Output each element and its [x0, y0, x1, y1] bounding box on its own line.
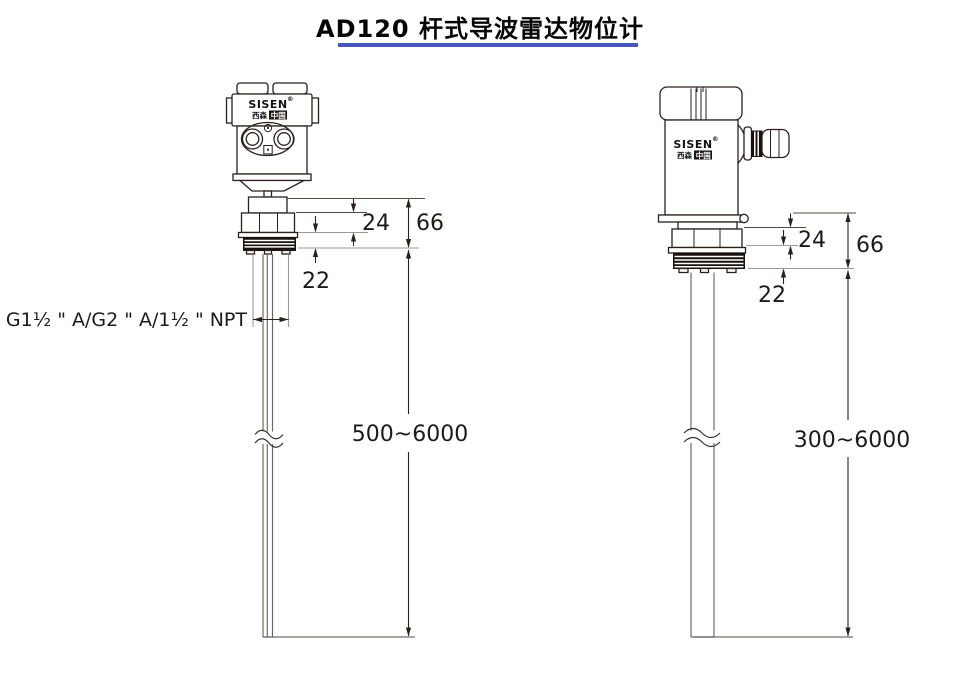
side-brand-sub-box — [694, 150, 712, 160]
side-rod-probe — [683, 272, 721, 638]
front-brand-logo: SISEN ® 西森 中国 — [248, 95, 293, 120]
front-rod-length-label: 500~6000 — [352, 422, 468, 447]
side-body — [664, 119, 739, 216]
side-neck — [677, 221, 738, 230]
side-dim-22-label: 22 — [758, 283, 786, 308]
side-thread-collar — [667, 246, 747, 254]
front-hex-nut — [240, 212, 296, 234]
front-brand-reg-mark: ® — [287, 95, 294, 103]
front-brand-sub-left: 西森 — [252, 110, 267, 120]
side-brand-reg-mark: ® — [712, 135, 719, 143]
front-dim-22: 22 — [302, 216, 330, 294]
front-neck — [247, 196, 288, 214]
side-flange-screw — [739, 213, 749, 224]
side-dim-22: 22 — [758, 230, 787, 308]
front-dim-66: 66 — [405, 198, 444, 248]
front-thread-label: G1½ " A/G2 " A/1½ " NPT — [6, 309, 247, 331]
front-cap-lid-left — [236, 82, 269, 95]
front-cone — [238, 179, 305, 192]
title-underline — [338, 43, 638, 47]
front-thread-section — [243, 237, 296, 255]
front-rod-probe — [254, 254, 284, 638]
front-housing — [225, 82, 320, 255]
front-dimensions: 24 66 22 — [6, 197, 468, 638]
front-brand-logo-text: SISEN — [248, 98, 287, 111]
side-dim-24-label: 24 — [798, 228, 826, 253]
side-hex-nut — [671, 228, 743, 249]
side-cable-gland — [737, 124, 790, 164]
front-view: SISEN ® 西森 中国 24 — [6, 82, 468, 638]
front-body-flange — [232, 173, 312, 182]
front-rod-break-wave-top — [254, 429, 284, 440]
side-dim-66: 66 — [845, 213, 884, 269]
side-dimensions: 24 66 22 — [695, 212, 910, 638]
side-cap-ridges — [690, 88, 707, 120]
side-dim-rod-length: 300~6000 — [794, 270, 910, 637]
front-dim-66-label: 66 — [416, 211, 444, 236]
side-brand-sub-left: 西森 — [677, 150, 692, 160]
side-rod-break-wave-top — [683, 427, 721, 439]
front-brand-sub-right: 中国 — [271, 110, 286, 120]
side-brand-sub-right: 中国 — [696, 150, 711, 160]
side-dim-24: 24 — [787, 213, 826, 260]
side-view: SISEN ® 西森 中国 24 — [657, 86, 910, 638]
front-brand-sub-box — [269, 110, 287, 120]
front-display-face — [240, 121, 295, 157]
front-cap-lid-right — [272, 82, 308, 95]
front-thread-collar — [237, 231, 299, 239]
side-housing — [657, 86, 790, 274]
front-dim-22-label: 22 — [302, 269, 330, 294]
side-rod-break-wave-bottom — [683, 436, 721, 448]
side-dim-66-label: 66 — [856, 233, 884, 258]
side-body-flange — [657, 214, 747, 223]
front-cone-nub — [263, 190, 273, 198]
side-thread-section — [673, 252, 745, 274]
side-brand-logo: SISEN ® 西森 中国 — [673, 135, 718, 160]
side-brand-logo-text: SISEN — [673, 138, 712, 151]
front-dim-24: 24 — [350, 199, 390, 246]
front-dim-24-label: 24 — [362, 211, 390, 236]
page-title: AD120 杆式导波雷达物位计 — [316, 15, 644, 43]
front-rod-break-wave-bottom — [254, 438, 284, 448]
front-dim-thread: G1½ " A/G2 " A/1½ " NPT — [6, 309, 289, 331]
front-dim-rod-length: 500~6000 — [352, 249, 468, 637]
side-rod-length-label: 300~6000 — [794, 428, 910, 453]
